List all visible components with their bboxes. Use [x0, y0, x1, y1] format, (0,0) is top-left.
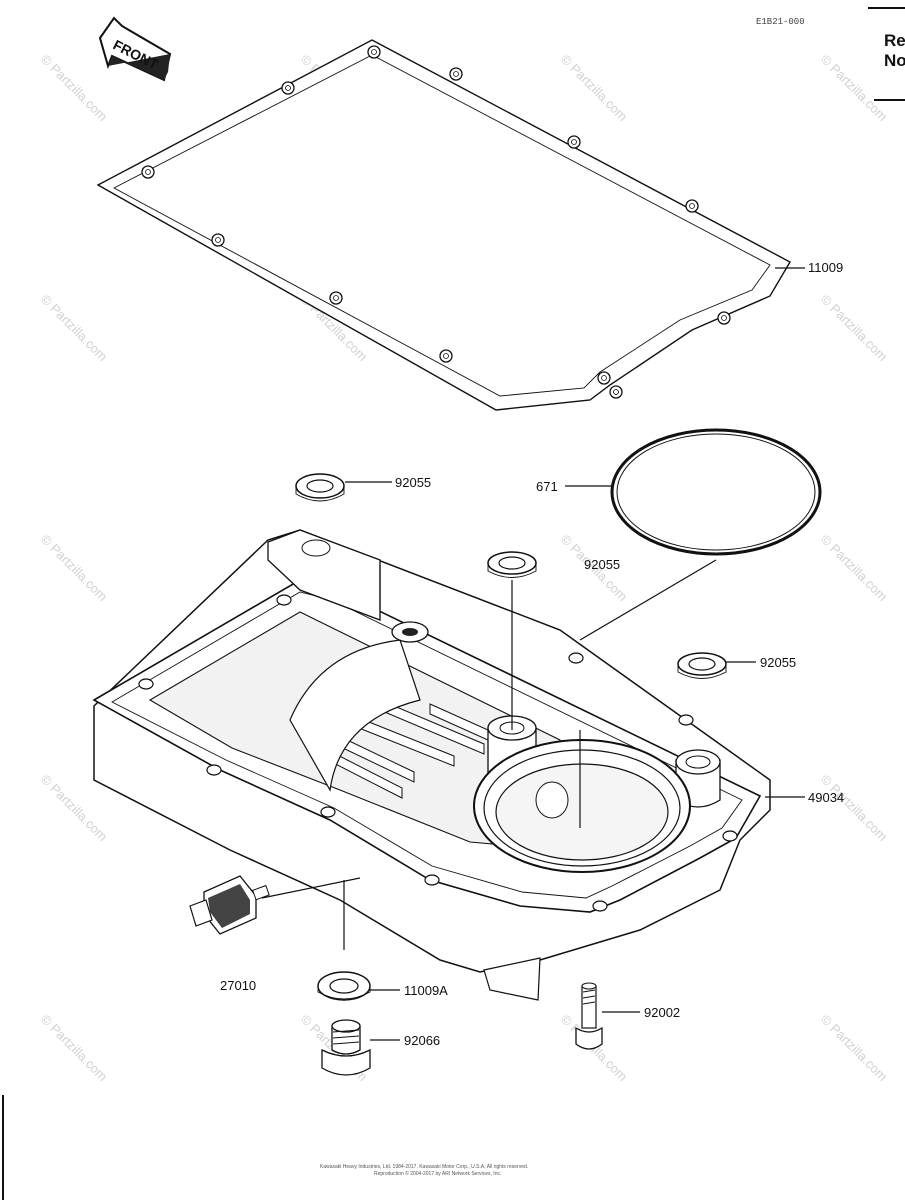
- gasket-bolt-hole-inner: [443, 353, 449, 359]
- watermark-text: © Partzilla.com: [818, 772, 891, 845]
- pan-bolt-hole: [206, 764, 222, 776]
- washer-11009a: [317, 971, 371, 1001]
- gasket-bolt-hole-inner: [613, 389, 619, 395]
- pan-bolt-hole: [138, 678, 154, 690]
- watermark-text: © Partzilla.com: [818, 52, 891, 125]
- corner-text-1: Re: [884, 31, 905, 50]
- copyright-line-2: Reproduction © 2004-2017 by ARI Network …: [374, 1170, 501, 1177]
- gasket-11009: [96, 39, 791, 411]
- gasket-bolt-hole-inner: [601, 375, 607, 381]
- watermark-text: © Partzilla.com: [38, 52, 111, 125]
- gasket-bolt-hole-inner: [145, 169, 151, 175]
- watermark-text: © Partzilla.com: [38, 532, 111, 605]
- gasket-bolt-hole-inner: [215, 237, 221, 243]
- pan-bolt-hole: [678, 714, 694, 726]
- leader-lines: [261, 267, 805, 1041]
- seal-center-92055: [487, 551, 537, 578]
- drain-plug-92066: [321, 1019, 371, 1076]
- gasket-bolt-hole-inner: [689, 203, 695, 209]
- pan-bolt-hole: [276, 594, 292, 606]
- gasket-bolt-hole-inner: [333, 295, 339, 301]
- part-label-92055-c: 92055: [760, 655, 796, 670]
- o-ring-671: [610, 428, 822, 556]
- switch-27010: [189, 875, 270, 935]
- bolt-92002: [575, 982, 603, 1050]
- part-label-671: 671: [536, 479, 558, 494]
- oil-pan-49034: [92, 529, 771, 1001]
- gasket-bolt-hole-inner: [571, 139, 577, 145]
- gasket-bolt-hole-inner: [371, 49, 377, 55]
- gasket-bolt-hole-inner: [453, 71, 459, 77]
- part-label-27010: 27010: [220, 978, 256, 993]
- watermark-text: © Partzilla.com: [818, 532, 891, 605]
- corner-text-2: No: [884, 51, 905, 70]
- pan-bolt-hole: [424, 874, 440, 886]
- seal-left-92055: [295, 473, 345, 502]
- watermark-text: © Partzilla.com: [38, 1012, 111, 1085]
- reference-code: E1B21-000: [756, 17, 805, 27]
- part-label-92055-a: 92055: [395, 475, 431, 490]
- watermark-text: © Partzilla.com: [818, 292, 891, 365]
- seal-right-92055: [677, 652, 727, 679]
- part-label-92066: 92066: [404, 1033, 440, 1048]
- pan-bolt-hole: [722, 830, 738, 842]
- copyright-line-1: Kawasaki Heavy Industries, Ltd. 1984-201…: [320, 1164, 528, 1170]
- gasket-bolt-hole-inner: [285, 85, 291, 91]
- watermark-text: © Partzilla.com: [558, 52, 631, 125]
- pan-bolt-hole: [568, 652, 584, 664]
- part-label-11009: 11009: [808, 260, 843, 275]
- part-label-92002: 92002: [644, 1005, 680, 1020]
- part-label-49034: 49034: [808, 790, 844, 805]
- watermark-text: © Partzilla.com: [818, 1012, 891, 1085]
- pan-bolt-hole: [320, 806, 336, 818]
- watermark-text: © Partzilla.com: [38, 292, 111, 365]
- part-label-92055-b: 92055: [584, 557, 620, 572]
- pan-bolt-hole: [592, 900, 608, 912]
- front-arrow-icon: FRONT: [98, 16, 172, 82]
- part-label-11009a: 11009A: [404, 983, 448, 998]
- gasket-bolt-hole-inner: [721, 315, 727, 321]
